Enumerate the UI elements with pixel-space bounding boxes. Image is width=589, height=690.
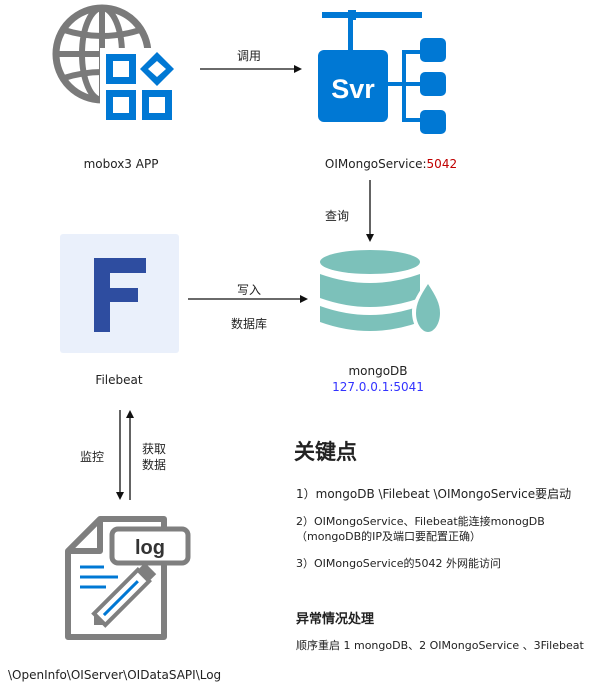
fetch-label-2: 数据: [142, 458, 167, 472]
key-point-2-note: （mongoDB的IP及端口要配置正确）: [296, 530, 482, 543]
call-label: 调用: [236, 49, 262, 63]
server-svr-icon: Svr: [318, 10, 446, 134]
mongodb-address: 127.0.0.1:5041: [332, 380, 424, 394]
exception-text: 顺序重启 1 mongoDB、2 OIMongoService 、3Filebe…: [296, 639, 584, 652]
mobox-label: mobox3 APP: [83, 157, 159, 171]
log-file-icon: log: [65, 516, 191, 640]
query-arrow: [366, 180, 374, 242]
filebeat-f-letter: [94, 258, 146, 332]
fetch-arrow: [126, 410, 134, 500]
oiservice-port: 5042: [426, 157, 458, 171]
write-arrow: [188, 295, 308, 303]
key-point-3: 3）OIMongoService的5042 外网能访问: [296, 557, 501, 570]
log-path: \OpenInfo\OIServer\OIDataSAPI\Log: [8, 668, 222, 682]
fetch-label-1: 获取: [142, 442, 167, 456]
mongodb-label: mongoDB: [348, 364, 408, 378]
database-icon: [320, 250, 444, 336]
write-label-2: 数据库: [230, 317, 268, 331]
call-arrow: [200, 65, 302, 73]
key-point-2: 2）OIMongoService、Filebeat能连接monogDB: [296, 515, 545, 528]
filebeat-label: Filebeat: [95, 373, 143, 387]
oiservice-name: OIMongoService:: [324, 157, 427, 171]
monitor-arrow: [116, 410, 124, 500]
key-points-title: 关键点: [294, 440, 357, 464]
exception-title: 异常情况处理: [296, 612, 375, 627]
monitor-label: 监控: [80, 450, 105, 464]
oiservice-label: OIMongoService:5042: [325, 157, 457, 171]
svr-text: Svr: [331, 74, 375, 104]
key-point-1: 1）mongoDB \Filebeat \OIMongoService要启动: [296, 487, 572, 501]
log-badge-text: log: [135, 537, 165, 559]
query-label: 查询: [325, 209, 350, 223]
write-label-1: 写入: [236, 283, 262, 297]
filebeat-logo: [60, 234, 179, 353]
globe-app-icon: [52, 4, 182, 128]
